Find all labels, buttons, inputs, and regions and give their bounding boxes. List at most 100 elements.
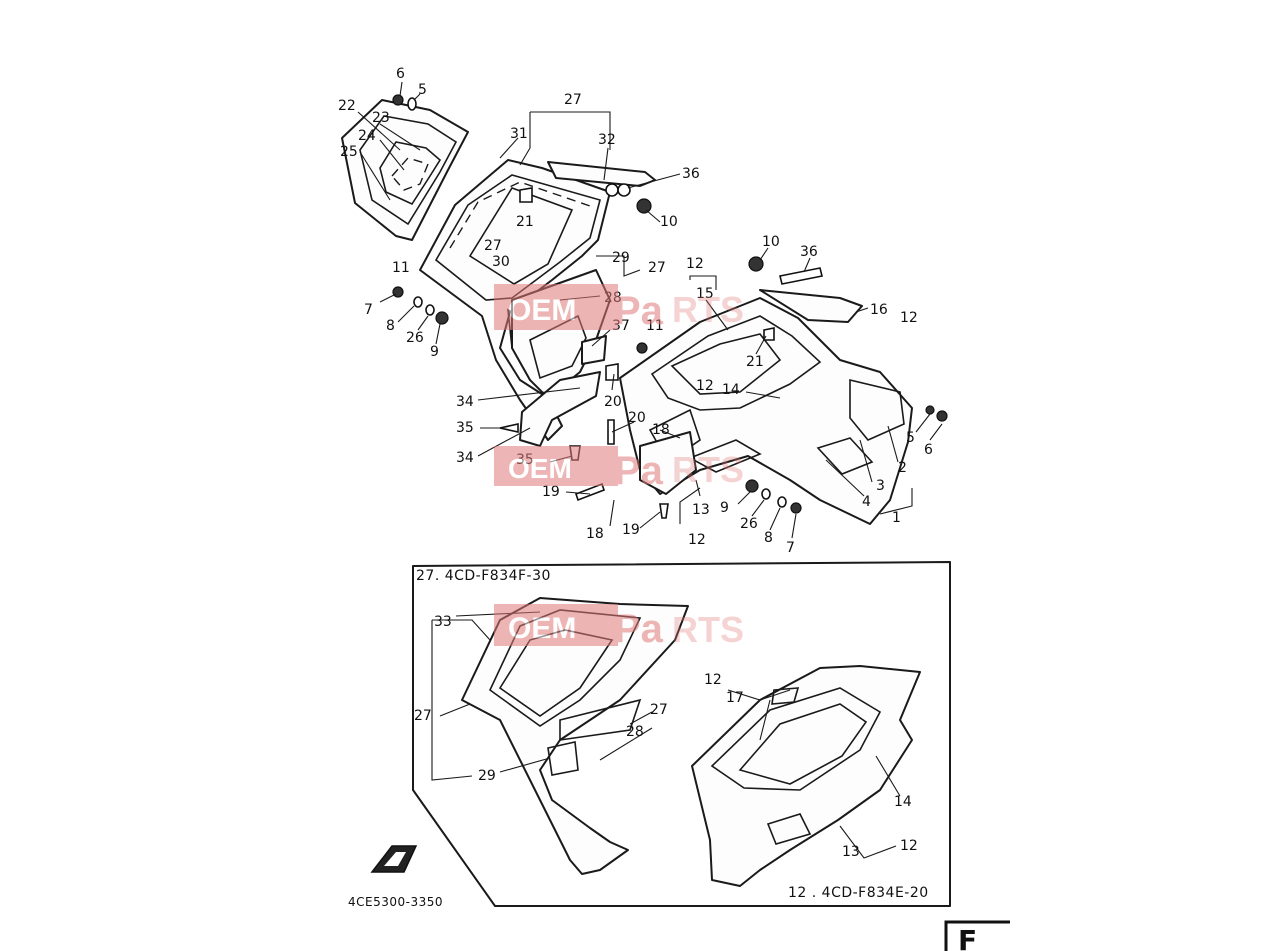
grommet-icon	[435, 311, 449, 325]
callout-6: 6	[396, 66, 405, 82]
clip-icon	[607, 419, 615, 445]
washer-icon	[413, 296, 423, 308]
callout-11: 11	[392, 260, 410, 276]
svg-text:RTS: RTS	[672, 289, 744, 330]
callout-27: 27	[564, 92, 582, 108]
screw-icon	[790, 502, 802, 514]
screw-icon	[392, 94, 404, 106]
clip-icon	[763, 327, 775, 341]
inset-box-12-title: 12 . 4CD-F834E-20	[788, 885, 929, 901]
inset-right-cowl	[691, 665, 921, 887]
screw-icon	[605, 183, 619, 197]
watermark: OEM Pa RTS OEM Pa RTS OEM Pa RTS	[494, 284, 744, 651]
washer-icon	[407, 97, 417, 111]
trim-strip-icon	[779, 267, 823, 285]
svg-text:Pa: Pa	[614, 289, 664, 333]
grommet-icon	[745, 479, 759, 493]
callout-14: 14	[894, 794, 912, 810]
callout-13: 13	[842, 844, 860, 860]
callout-16: 16	[870, 302, 888, 318]
callout-27: 27	[648, 260, 666, 276]
svg-text:Pa: Pa	[614, 449, 664, 493]
logo-badge-icon	[370, 845, 418, 873]
clip-icon	[605, 363, 619, 381]
callout-34: 34	[456, 394, 474, 410]
callout-12: 12	[900, 310, 918, 326]
callout-19: 19	[622, 522, 640, 538]
callout-20: 20	[604, 394, 622, 410]
svg-text:Pa: Pa	[614, 607, 664, 651]
callout-21: 21	[746, 354, 764, 370]
inset-box-27-title: 27. 4CD-F834F-30	[416, 568, 551, 584]
callout-12: 12	[688, 532, 706, 548]
svg-text:OEM: OEM	[508, 453, 572, 484]
callout-3: 3	[876, 478, 885, 494]
callout-4: 4	[862, 494, 871, 510]
callout-26: 26	[740, 516, 758, 532]
callout-34: 34	[456, 450, 474, 466]
catalog-number: 4CE5300-3350	[348, 895, 443, 909]
callout-27: 27	[484, 238, 502, 254]
callout-29: 29	[612, 250, 630, 266]
callout-21: 21	[516, 214, 534, 230]
screw-icon	[499, 423, 519, 433]
callout-7: 7	[786, 540, 795, 556]
windshield-panel	[341, 99, 469, 241]
corner-box: F	[944, 920, 1010, 951]
callout-14: 14	[722, 382, 740, 398]
callout-19: 19	[542, 484, 560, 500]
callout-18: 18	[652, 422, 670, 438]
screw-icon	[936, 410, 948, 422]
screw-icon	[392, 286, 404, 298]
callout-24: 24	[358, 128, 376, 144]
callout-29: 29	[478, 768, 496, 784]
callout-28: 28	[626, 724, 644, 740]
callout-32: 32	[598, 132, 616, 148]
callout-7: 7	[364, 302, 373, 318]
hardware	[392, 94, 948, 519]
callout-9: 9	[720, 500, 729, 516]
callout-36: 36	[682, 166, 700, 182]
callout-31: 31	[510, 126, 528, 142]
watermark-3: OEM Pa RTS	[494, 604, 744, 651]
inner-small-panel	[639, 431, 697, 495]
grommet-icon	[636, 198, 652, 214]
svg-text:OEM: OEM	[508, 294, 576, 327]
callout-8: 8	[764, 530, 773, 546]
callout-33: 33	[434, 614, 452, 630]
screw-icon	[574, 482, 606, 502]
callout-1: 1	[892, 510, 901, 526]
callout-11: 11	[646, 318, 664, 334]
callout-27: 27	[414, 708, 432, 724]
callout-26: 26	[406, 330, 424, 346]
callout-12: 12	[900, 838, 918, 854]
callout-6: 6	[924, 442, 933, 458]
callout-35: 35	[456, 420, 474, 436]
clip-icon	[636, 342, 648, 354]
screw-icon	[659, 503, 669, 519]
callout-5: 5	[418, 82, 427, 98]
callout-12: 12	[704, 672, 722, 688]
callouts: 6 5 22 23 24 25 27 31 32 36 21 10 10 36 …	[338, 66, 933, 860]
callout-25: 25	[340, 144, 358, 160]
callout-10: 10	[762, 234, 780, 250]
watermark-2: OEM Pa RTS	[494, 446, 744, 493]
callout-8: 8	[386, 318, 395, 334]
callout-36: 36	[800, 244, 818, 260]
callout-5: 5	[906, 430, 915, 446]
callout-17: 17	[726, 690, 744, 706]
corner-letter: F	[958, 924, 977, 951]
callout-13: 13	[692, 502, 710, 518]
washer-icon	[925, 405, 935, 415]
callout-18: 18	[586, 526, 604, 542]
callout-12: 12	[686, 256, 704, 272]
inset-box: 27. 4CD-F834F-30 12 . 4CD-F834E-20	[412, 561, 951, 907]
clip-icon	[519, 187, 533, 203]
washer-icon	[777, 496, 787, 508]
svg-text:OEM: OEM	[508, 612, 576, 645]
grommet-icon	[748, 256, 764, 272]
callout-10: 10	[660, 214, 678, 230]
svg-text:RTS: RTS	[672, 609, 744, 650]
screw-icon	[617, 183, 631, 197]
